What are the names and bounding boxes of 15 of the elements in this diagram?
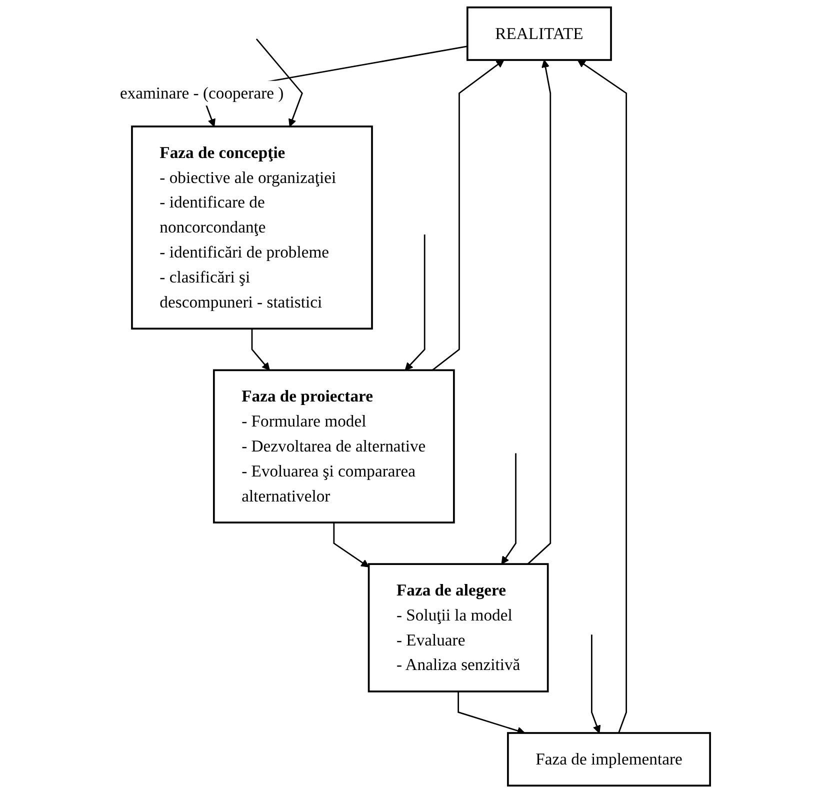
node-box: Faza de concepţie - obiective ale organizaţiei - identificare de noncorcondanţe - identificări de probleme - clasificări şi descompuneri - statistici	[131, 126, 373, 330]
arrow	[333, 522, 370, 568]
arrow	[591, 634, 601, 734]
arrow	[251, 328, 270, 371]
arrow	[577, 60, 627, 734]
edge-label: examinare - (cooperare )	[120, 84, 284, 102]
node-box: Faza de proiectare - Formulare model - Dezvoltarea de alternative - Evoluarea şi compararea alternativelor	[212, 369, 455, 524]
arrow	[256, 38, 303, 127]
node-box: REALITATE	[466, 6, 612, 61]
arrow	[404, 234, 426, 371]
arrow	[527, 60, 552, 565]
arrow	[432, 60, 504, 371]
arrow	[501, 453, 516, 564]
node-box: Faza de implementare	[507, 732, 711, 787]
node-box: Faza de alegere - Soluţii la model - Evaluare - Analiza senzitivă	[368, 563, 549, 692]
